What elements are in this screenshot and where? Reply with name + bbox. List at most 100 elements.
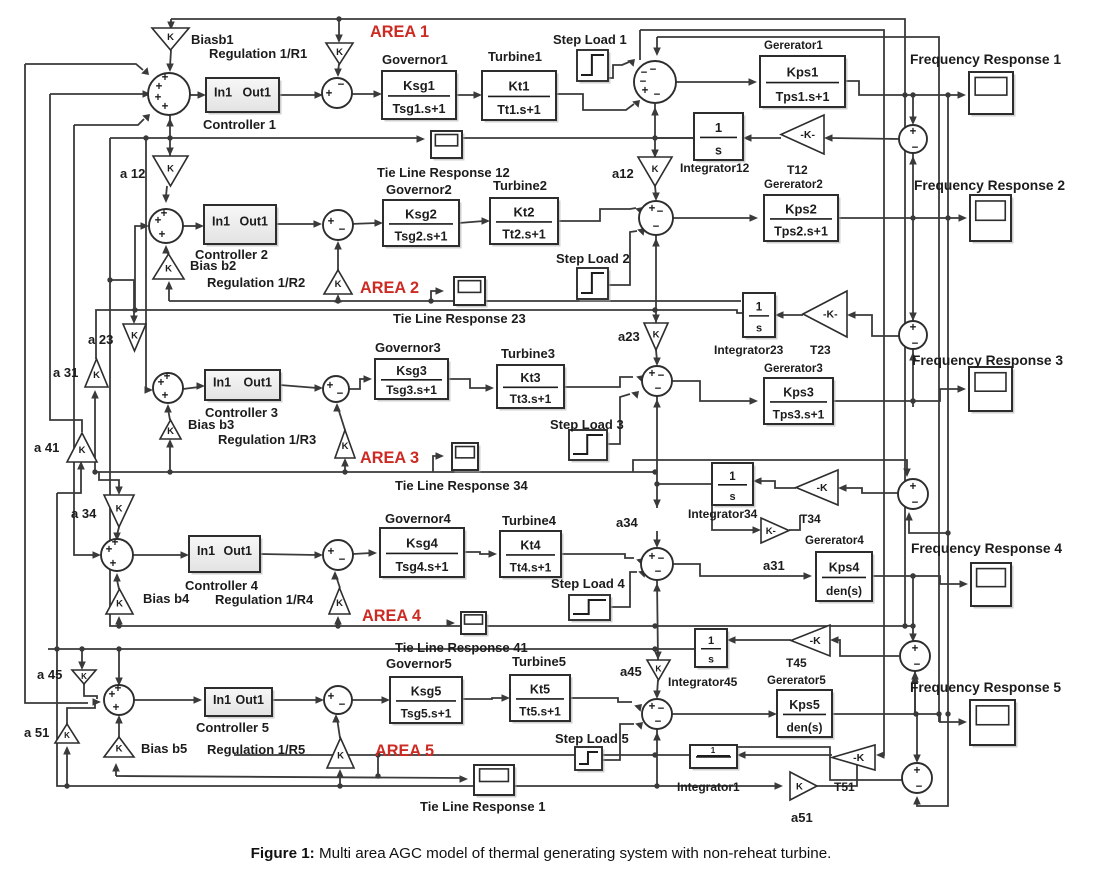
svg-text:Kt3: Kt3 — [520, 371, 540, 385]
svg-text:s: s — [708, 653, 714, 665]
svg-text:-K: -K — [810, 635, 821, 647]
svg-text:−: − — [912, 338, 919, 350]
svg-text:Tt2.s+1: Tt2.s+1 — [502, 227, 545, 241]
svg-text:+: + — [649, 203, 656, 215]
svg-text:T23: T23 — [810, 343, 831, 357]
svg-text:Governor2: Governor2 — [386, 182, 452, 197]
svg-text:Integrator45: Integrator45 — [668, 675, 738, 689]
svg-text:+: + — [162, 390, 169, 402]
svg-text:a 12: a 12 — [120, 166, 145, 181]
svg-text:+: + — [910, 322, 917, 334]
svg-text:Ksg5: Ksg5 — [411, 684, 442, 698]
svg-text:Gererator3: Gererator3 — [764, 363, 823, 375]
svg-text:−: − — [914, 659, 921, 671]
svg-text:+: + — [649, 701, 656, 713]
svg-text:Regulation 1/R2: Regulation 1/R2 — [207, 275, 305, 290]
svg-text:1: 1 — [711, 746, 716, 755]
svg-text:+: + — [649, 368, 656, 380]
svg-text:In1: In1 — [197, 544, 215, 558]
svg-text:1: 1 — [729, 471, 736, 483]
svg-text:+: + — [328, 216, 335, 228]
svg-text:Tps3.s+1: Tps3.s+1 — [773, 407, 825, 421]
svg-text:Controller 1: Controller 1 — [203, 117, 276, 132]
svg-text:K: K — [81, 672, 87, 681]
svg-text:Turbine5: Turbine5 — [512, 654, 566, 669]
svg-text:-K: -K — [816, 482, 827, 494]
svg-text:K: K — [167, 32, 174, 43]
svg-text:s: s — [729, 491, 735, 503]
svg-text:−: − — [912, 497, 919, 509]
svg-text:+: + — [110, 558, 117, 570]
svg-text:K: K — [655, 663, 662, 673]
svg-text:−: − — [338, 79, 345, 91]
svg-text:+: + — [159, 229, 166, 241]
svg-text:+: + — [161, 208, 168, 220]
svg-text:Bias b4: Bias b4 — [143, 591, 190, 606]
svg-text:Tsg1.s+1: Tsg1.s+1 — [393, 102, 446, 116]
svg-text:In1: In1 — [212, 214, 230, 228]
svg-text:1: 1 — [708, 635, 714, 647]
svg-text:Integrator1: Integrator1 — [677, 780, 740, 794]
svg-text:Gererator5: Gererator5 — [767, 675, 826, 687]
svg-text:−: − — [657, 206, 664, 218]
svg-text:Turbine4: Turbine4 — [502, 513, 557, 528]
svg-text:Tsg5.s+1: Tsg5.s+1 — [401, 706, 452, 720]
svg-text:T34: T34 — [800, 512, 821, 526]
svg-text:K-: K- — [766, 526, 776, 537]
svg-text:K: K — [93, 370, 100, 381]
svg-text:-K-: -K- — [800, 129, 815, 141]
svg-text:−: − — [653, 221, 660, 233]
svg-text:Governor3: Governor3 — [375, 340, 441, 355]
svg-text:Kt4: Kt4 — [520, 538, 540, 552]
svg-text:Step Load 5: Step Load 5 — [555, 731, 629, 746]
svg-text:K: K — [337, 750, 344, 761]
svg-text:+: + — [155, 215, 162, 227]
svg-text:−: − — [337, 388, 344, 400]
svg-text:K: K — [165, 264, 172, 275]
svg-text:−: − — [339, 224, 346, 236]
svg-text:Out1: Out1 — [236, 693, 265, 707]
svg-text:In1: In1 — [213, 376, 231, 390]
svg-text:a 45: a 45 — [37, 667, 62, 682]
svg-text:den(s): den(s) — [787, 720, 823, 734]
svg-text:a 41: a 41 — [34, 440, 59, 455]
svg-text:AREA 3: AREA 3 — [360, 449, 419, 467]
svg-text:+: + — [162, 72, 169, 84]
svg-text:+: + — [164, 371, 171, 383]
svg-text:Gererator2: Gererator2 — [764, 179, 823, 191]
svg-text:Out1: Out1 — [224, 544, 253, 558]
svg-text:Regulation 1/R1: Regulation 1/R1 — [209, 46, 307, 61]
svg-text:+: + — [328, 546, 335, 558]
svg-text:-K-: -K- — [823, 309, 838, 321]
svg-text:Kt1: Kt1 — [509, 79, 530, 94]
svg-text:a34: a34 — [616, 515, 638, 530]
svg-text:Bias b5: Bias b5 — [141, 741, 187, 756]
svg-text:Step Load 4: Step Load 4 — [551, 576, 625, 591]
svg-text:In1: In1 — [214, 85, 232, 99]
svg-text:Kps5: Kps5 — [789, 698, 820, 712]
svg-text:K: K — [116, 503, 123, 514]
svg-text:Tie Line Response 12: Tie Line Response 12 — [377, 165, 510, 180]
svg-text:Out1: Out1 — [244, 376, 273, 390]
svg-text:−: − — [640, 76, 647, 88]
svg-text:Controller 3: Controller 3 — [205, 405, 278, 420]
svg-text:Integrator34: Integrator34 — [688, 507, 758, 521]
svg-text:Governor1: Governor1 — [382, 52, 448, 67]
svg-text:Frequency Response 3: Frequency Response 3 — [912, 353, 1063, 368]
svg-text:Biasb1: Biasb1 — [191, 32, 234, 47]
svg-text:Out1: Out1 — [240, 214, 269, 228]
svg-text:+: + — [328, 691, 335, 703]
svg-text:Tsg2.s+1: Tsg2.s+1 — [395, 229, 448, 243]
svg-text:K: K — [796, 782, 803, 793]
svg-text:Governor4: Governor4 — [385, 511, 452, 526]
svg-text:+: + — [649, 551, 656, 563]
svg-text:+: + — [326, 88, 333, 100]
svg-text:−: − — [916, 781, 923, 793]
svg-text:1: 1 — [715, 120, 722, 135]
svg-text:Turbine1: Turbine1 — [488, 49, 542, 64]
svg-text:K: K — [653, 329, 660, 340]
svg-text:Ksg4: Ksg4 — [406, 536, 439, 551]
svg-text:+: + — [158, 377, 165, 389]
svg-text:Governor5: Governor5 — [386, 656, 452, 671]
svg-text:Tie Line Response 34: Tie Line Response 34 — [395, 478, 528, 493]
